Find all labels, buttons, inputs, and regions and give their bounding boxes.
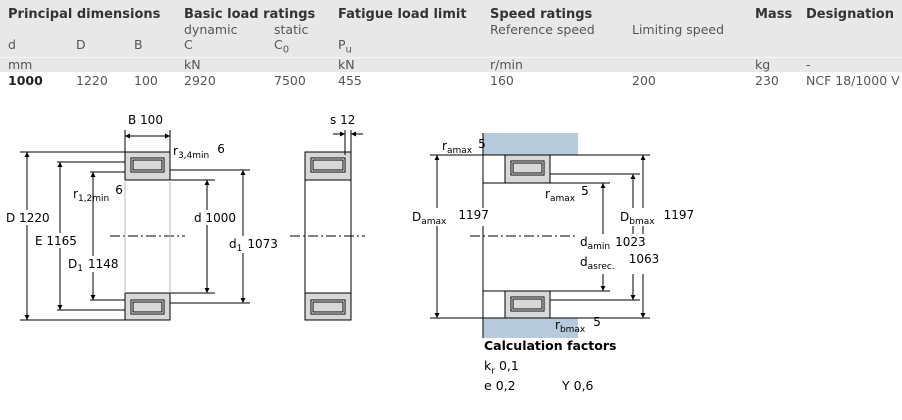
dim-das-label: dasrec.1063 [580,252,659,272]
symbol-C0: C0 [274,37,290,56]
unit-kn-fatigue: kN [338,57,355,72]
dim-D-label: D 1220 [6,211,50,225]
symbol-Pu: Pu [338,37,352,56]
header-principal-dimensions: Principal dimensions [8,7,161,22]
calc-e: e 0,2 [484,378,516,393]
symbol-D: D [76,37,86,52]
bearing-side-view [290,130,365,321]
header-basic-load-ratings: Basic load ratings [184,7,316,22]
cell-C0: 7500 [274,73,306,88]
cell-mass: 230 [755,73,779,88]
unit-mm: mm [8,57,33,72]
cell-D: 1220 [76,73,108,88]
symbol-d: d [8,37,16,52]
cell-C: 2920 [184,73,216,88]
cell-d: 1000 [8,73,43,88]
unit-kg: kg [755,57,771,72]
calc-kr: kr 0,1 [484,358,519,377]
cell-B: 100 [134,73,158,88]
header-fatigue-load-limit: Fatigue load limit [338,7,467,22]
unit-rpm: r/min [490,57,523,72]
cell-designation: NCF 18/1000 V [806,73,900,88]
dim-ra-mid-label: ramax5 [545,184,589,204]
header-speed-ratings: Speed ratings [490,7,593,22]
cell-limiting-speed: 200 [632,73,656,88]
subheader-reference-speed: Reference speed [490,22,595,37]
header-mass: Mass [755,7,793,22]
units-band [0,57,902,73]
header-designation: Designation [806,7,894,22]
cell-reference-speed: 160 [490,73,514,88]
symbol-C: C [184,37,193,52]
dim-rb-label: rbmax5 [555,315,601,335]
table-row [0,72,902,93]
dim-d-label: d 1000 [194,211,236,225]
unit-dash: - [806,57,811,72]
dim-E-label: E 1165 [35,234,77,248]
subheader-static: static [274,22,309,37]
dim-B-label: B 100 [128,113,163,127]
symbol-B: B [134,37,143,52]
dim-r12-label: r1,2min6 [73,183,123,204]
subheader-limiting-speed: Limiting speed [632,22,725,37]
dim-s-label: s 12 [330,113,355,127]
cell-Pu: 455 [338,73,362,88]
bearing-cross-section [20,130,250,321]
calc-factors-title: Calculation factors [484,338,617,353]
subheader-dynamic: dynamic [184,22,238,37]
calc-Y: Y 0,6 [562,378,594,393]
unit-kn-load: kN [184,57,201,72]
